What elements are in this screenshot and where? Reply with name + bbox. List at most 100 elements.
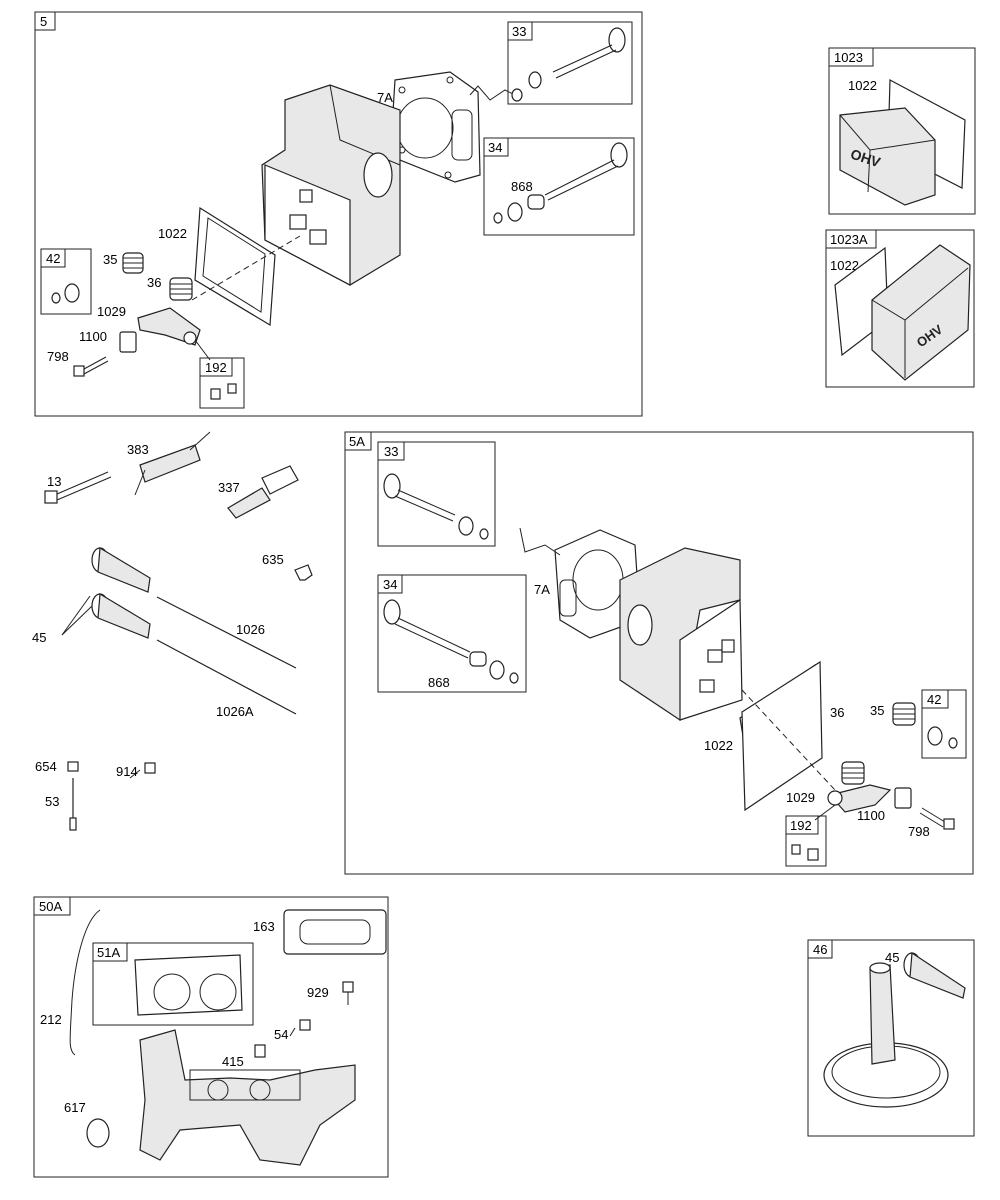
valve-icon bbox=[552, 27, 626, 79]
section-1023a: 1023A 1022 OHV bbox=[825, 229, 975, 388]
svg-text:34: 34 bbox=[383, 577, 397, 592]
svg-text:34: 34 bbox=[488, 140, 502, 155]
label-1026a: 1026A bbox=[216, 704, 254, 719]
label-54: 54 bbox=[274, 1027, 288, 1042]
label-1022: 1022 bbox=[158, 226, 187, 241]
rocker-stud-icon bbox=[894, 787, 912, 809]
valve-icon bbox=[383, 599, 471, 659]
box-34: 34 868 bbox=[483, 137, 635, 236]
nut-icon bbox=[791, 844, 801, 855]
svg-text:42: 42 bbox=[927, 692, 941, 707]
svg-text:51A: 51A bbox=[97, 945, 120, 960]
label-635: 635 bbox=[262, 552, 284, 567]
push-rod-icon bbox=[156, 639, 297, 715]
bolt-icon bbox=[919, 807, 955, 830]
label-383: 383 bbox=[127, 442, 149, 457]
svg-text:192: 192 bbox=[205, 360, 227, 375]
label-617: 617 bbox=[64, 1100, 86, 1115]
svg-text:1023A: 1023A bbox=[830, 232, 868, 247]
svg-text:33: 33 bbox=[384, 444, 398, 459]
svg-text:46: 46 bbox=[813, 942, 827, 957]
box-33: 33 bbox=[377, 441, 496, 547]
nut-icon bbox=[210, 388, 221, 400]
box-192: 192 bbox=[785, 815, 827, 867]
tappet-icon bbox=[91, 592, 151, 639]
nut-icon bbox=[227, 383, 237, 394]
intake-gasket-icon bbox=[134, 954, 243, 1016]
breather-tube-icon bbox=[69, 909, 101, 1056]
bolt-icon bbox=[44, 471, 112, 504]
box-34: 34 868 bbox=[377, 574, 527, 693]
section-5: 5 7A 33 bbox=[34, 11, 643, 417]
label-13: 13 bbox=[47, 474, 61, 489]
cover-plate-icon bbox=[283, 909, 387, 955]
section-5a: 5A 33 34 8 bbox=[344, 431, 974, 875]
label-36: 36 bbox=[830, 705, 844, 720]
o-ring-icon bbox=[86, 1118, 110, 1148]
intake-manifold-icon bbox=[139, 1029, 356, 1166]
valve-icon bbox=[383, 473, 456, 522]
section-1023: 1023 1022 OHV bbox=[828, 47, 976, 215]
label-1022: 1022 bbox=[704, 738, 733, 753]
valve-cover-icon: OHV bbox=[839, 107, 936, 206]
camshaft-gear-icon bbox=[823, 962, 949, 1108]
label-1100: 1100 bbox=[857, 808, 885, 823]
box-33: 33 bbox=[507, 21, 633, 105]
label-1022: 1022 bbox=[830, 258, 859, 273]
label-914: 914 bbox=[116, 764, 138, 779]
label-798: 798 bbox=[908, 824, 930, 839]
valve-spring-icon bbox=[841, 761, 865, 785]
screw-icon bbox=[129, 762, 156, 779]
label-35: 35 bbox=[103, 252, 117, 267]
label-36: 36 bbox=[147, 275, 161, 290]
label-1022: 1022 bbox=[848, 78, 877, 93]
label-415: 415 bbox=[222, 1054, 244, 1069]
label-35: 35 bbox=[870, 703, 884, 718]
bolt-icon bbox=[342, 981, 354, 1005]
label-1029: 1029 bbox=[786, 790, 815, 805]
stud-icon bbox=[69, 778, 77, 831]
section-46: 46 45 bbox=[807, 939, 975, 1137]
section-50a: 50A 51A 163 929 54 212 bbox=[33, 896, 389, 1178]
rocker-arm-icon bbox=[828, 784, 892, 813]
svg-text:192: 192 bbox=[790, 818, 812, 833]
breather-tube-icon bbox=[134, 431, 211, 496]
svg-text:5A: 5A bbox=[349, 434, 365, 449]
tappet-icon bbox=[903, 951, 966, 999]
cylinder-head-icon bbox=[619, 547, 743, 722]
valve-spring-icon bbox=[892, 702, 916, 726]
label-53: 53 bbox=[45, 794, 59, 809]
box-42: 42 bbox=[40, 248, 92, 315]
nut-icon bbox=[807, 848, 819, 861]
label-7a: 7A bbox=[377, 90, 393, 105]
valve-spring-icon bbox=[169, 277, 193, 301]
label-868: 868 bbox=[428, 675, 450, 690]
cylinder-head-icon bbox=[261, 84, 401, 286]
svg-text:1023: 1023 bbox=[834, 50, 863, 65]
loose-parts: 383 13 337 635 45 1026 10 bbox=[32, 431, 313, 831]
svg-text:50A: 50A bbox=[39, 899, 62, 914]
label-798: 798 bbox=[47, 349, 69, 364]
label-929: 929 bbox=[307, 985, 329, 1000]
push-rod-icon bbox=[156, 596, 297, 669]
label-163: 163 bbox=[253, 919, 275, 934]
label-212: 212 bbox=[40, 1012, 62, 1027]
label-337: 337 bbox=[218, 480, 240, 495]
tappet-icon bbox=[91, 546, 151, 593]
svg-text:42: 42 bbox=[46, 251, 60, 266]
box-42: 42 bbox=[921, 689, 967, 759]
label-654: 654 bbox=[35, 759, 57, 774]
label-7a: 7A bbox=[534, 582, 550, 597]
fitting-icon bbox=[294, 564, 313, 581]
spark-plug-icon bbox=[227, 465, 299, 519]
nut-icon bbox=[67, 761, 79, 772]
valve-cover-icon: OHV bbox=[871, 244, 971, 381]
label-45: 45 bbox=[885, 950, 899, 965]
valve-spring-icon bbox=[122, 252, 144, 274]
screw-icon bbox=[289, 1019, 311, 1037]
section-5-label: 5 bbox=[40, 14, 47, 29]
label-1100: 1100 bbox=[79, 329, 107, 344]
rocker-stud-icon bbox=[119, 331, 137, 353]
fitting-icon bbox=[254, 1044, 266, 1058]
head-gasket-icon bbox=[391, 71, 481, 183]
